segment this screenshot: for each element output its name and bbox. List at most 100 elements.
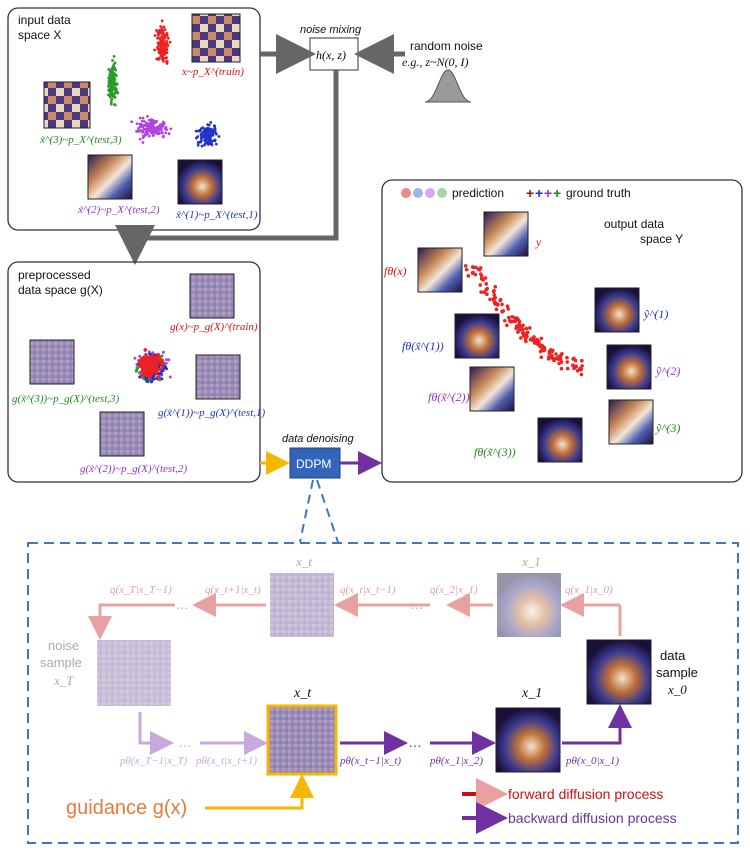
input-train-label: x~p_X^(train) [181, 66, 244, 78]
ddpm-ellipsis-bottom-1: … [178, 734, 192, 750]
output-pred-point [565, 366, 570, 371]
output-pred-point [464, 267, 469, 272]
pre-test1-point [150, 379, 154, 383]
test3-point [111, 84, 115, 88]
test1-point [195, 136, 198, 140]
output-pred-point [485, 292, 489, 297]
output-pred-point [523, 337, 528, 341]
pre-train-point [156, 352, 161, 357]
test2-point [156, 132, 160, 136]
output-pred-point [470, 271, 475, 275]
output-pred-point [521, 331, 526, 335]
output-pred-point [493, 302, 498, 306]
output-pred-point [493, 285, 498, 289]
train-point [155, 57, 159, 61]
output-pred-point [524, 339, 528, 344]
test3-point [109, 102, 113, 106]
test2-point [139, 129, 143, 132]
test2-point [150, 126, 153, 130]
test3-point [113, 67, 116, 71]
test1-point [196, 143, 200, 147]
output-pred-point [508, 319, 513, 324]
output-pred-point [484, 282, 489, 286]
pre-train-point [154, 371, 159, 375]
output-pred-point [528, 326, 532, 330]
pre-test1-point [152, 377, 156, 381]
output-pred-point [506, 315, 511, 320]
output-pred-point [466, 274, 471, 278]
test2-point [142, 127, 146, 131]
output-fx-thumb [417, 247, 463, 293]
output-pred-point [473, 272, 478, 277]
output-pred-point [579, 367, 584, 371]
pre-test3-label: g(x̃^(3))~p_g(X)^(test,3) [12, 393, 120, 405]
train-point [163, 52, 167, 56]
input-test3-thumb [43, 81, 91, 129]
output-pred-point [560, 352, 564, 356]
pre-train-point [151, 354, 155, 358]
test2-point [164, 131, 168, 135]
test3-point [110, 67, 113, 71]
train-point [165, 39, 168, 43]
output-title-2: space Y [640, 232, 683, 246]
train-point [156, 36, 159, 40]
test2-point [147, 125, 150, 129]
pre-train-point [149, 371, 154, 376]
p-label-0: pθ(x_T−1|x_T) [119, 755, 188, 767]
test2-point [130, 120, 134, 124]
test3-point [107, 76, 111, 80]
output-pred-point [477, 267, 482, 272]
ddpm-x1-bottom-thumb [495, 707, 561, 773]
test2-point [135, 122, 139, 126]
output-pred-point [485, 286, 490, 291]
output-y3-label: ỹ^(3) [655, 421, 680, 435]
noise-sample-thumb [97, 640, 171, 706]
output-pred-point [572, 365, 577, 369]
train-point [163, 28, 167, 32]
pre-test1-point [160, 377, 164, 381]
pre-train-label: g(x)~p_g(X)^(train) [170, 321, 258, 333]
test2-point [146, 115, 149, 118]
test2-point [145, 131, 149, 134]
test2-point [164, 126, 168, 129]
ddpm-xt-bottom: x_t [293, 686, 312, 701]
test2-point [149, 120, 153, 124]
output-pred-point [494, 307, 499, 312]
test1-point [204, 128, 208, 132]
arrow-p-x1 [562, 704, 632, 745]
pre-train-point [141, 356, 145, 361]
legend-prediction: prediction [452, 186, 504, 200]
train-point [160, 54, 164, 58]
pre-train-point [144, 356, 148, 360]
output-pred-point [529, 337, 534, 341]
test2-point [135, 130, 138, 133]
noise-sample-1: noise [48, 638, 79, 653]
train-point [162, 56, 166, 60]
output-y1-label: ỹ^(1) [643, 307, 668, 321]
train-point [153, 34, 157, 37]
test2-point [152, 125, 155, 128]
output-f2-label: fθ(x̃^(2)) [428, 390, 470, 404]
test3-point [109, 100, 113, 104]
test2-point [138, 116, 142, 120]
pre-test2-label: g(x̃^(2))~p_g(X)^(test,2) [80, 463, 188, 475]
output-pred-point [506, 307, 510, 311]
test2-point [151, 122, 155, 126]
pre-train-point [160, 361, 164, 366]
pre-train-point [148, 367, 153, 371]
train-point [157, 42, 161, 46]
input-space-title-2: space X [18, 28, 61, 42]
test2-point [151, 134, 155, 138]
p-label-3: pθ(x_1|x_2) [429, 755, 483, 767]
ddpm-button[interactable] [289, 447, 341, 479]
pre-test2-thumb [99, 411, 145, 457]
test2-point [159, 126, 163, 130]
pre-test3-point [135, 366, 139, 370]
train-point [159, 25, 163, 28]
test3-point [111, 65, 115, 69]
pre-train-point [157, 367, 162, 372]
test2-point [141, 116, 145, 120]
test3-point [110, 97, 114, 101]
test2-point [143, 120, 146, 123]
input-test3-label: x̃^(3)~p_X^(test,3) [39, 134, 122, 146]
